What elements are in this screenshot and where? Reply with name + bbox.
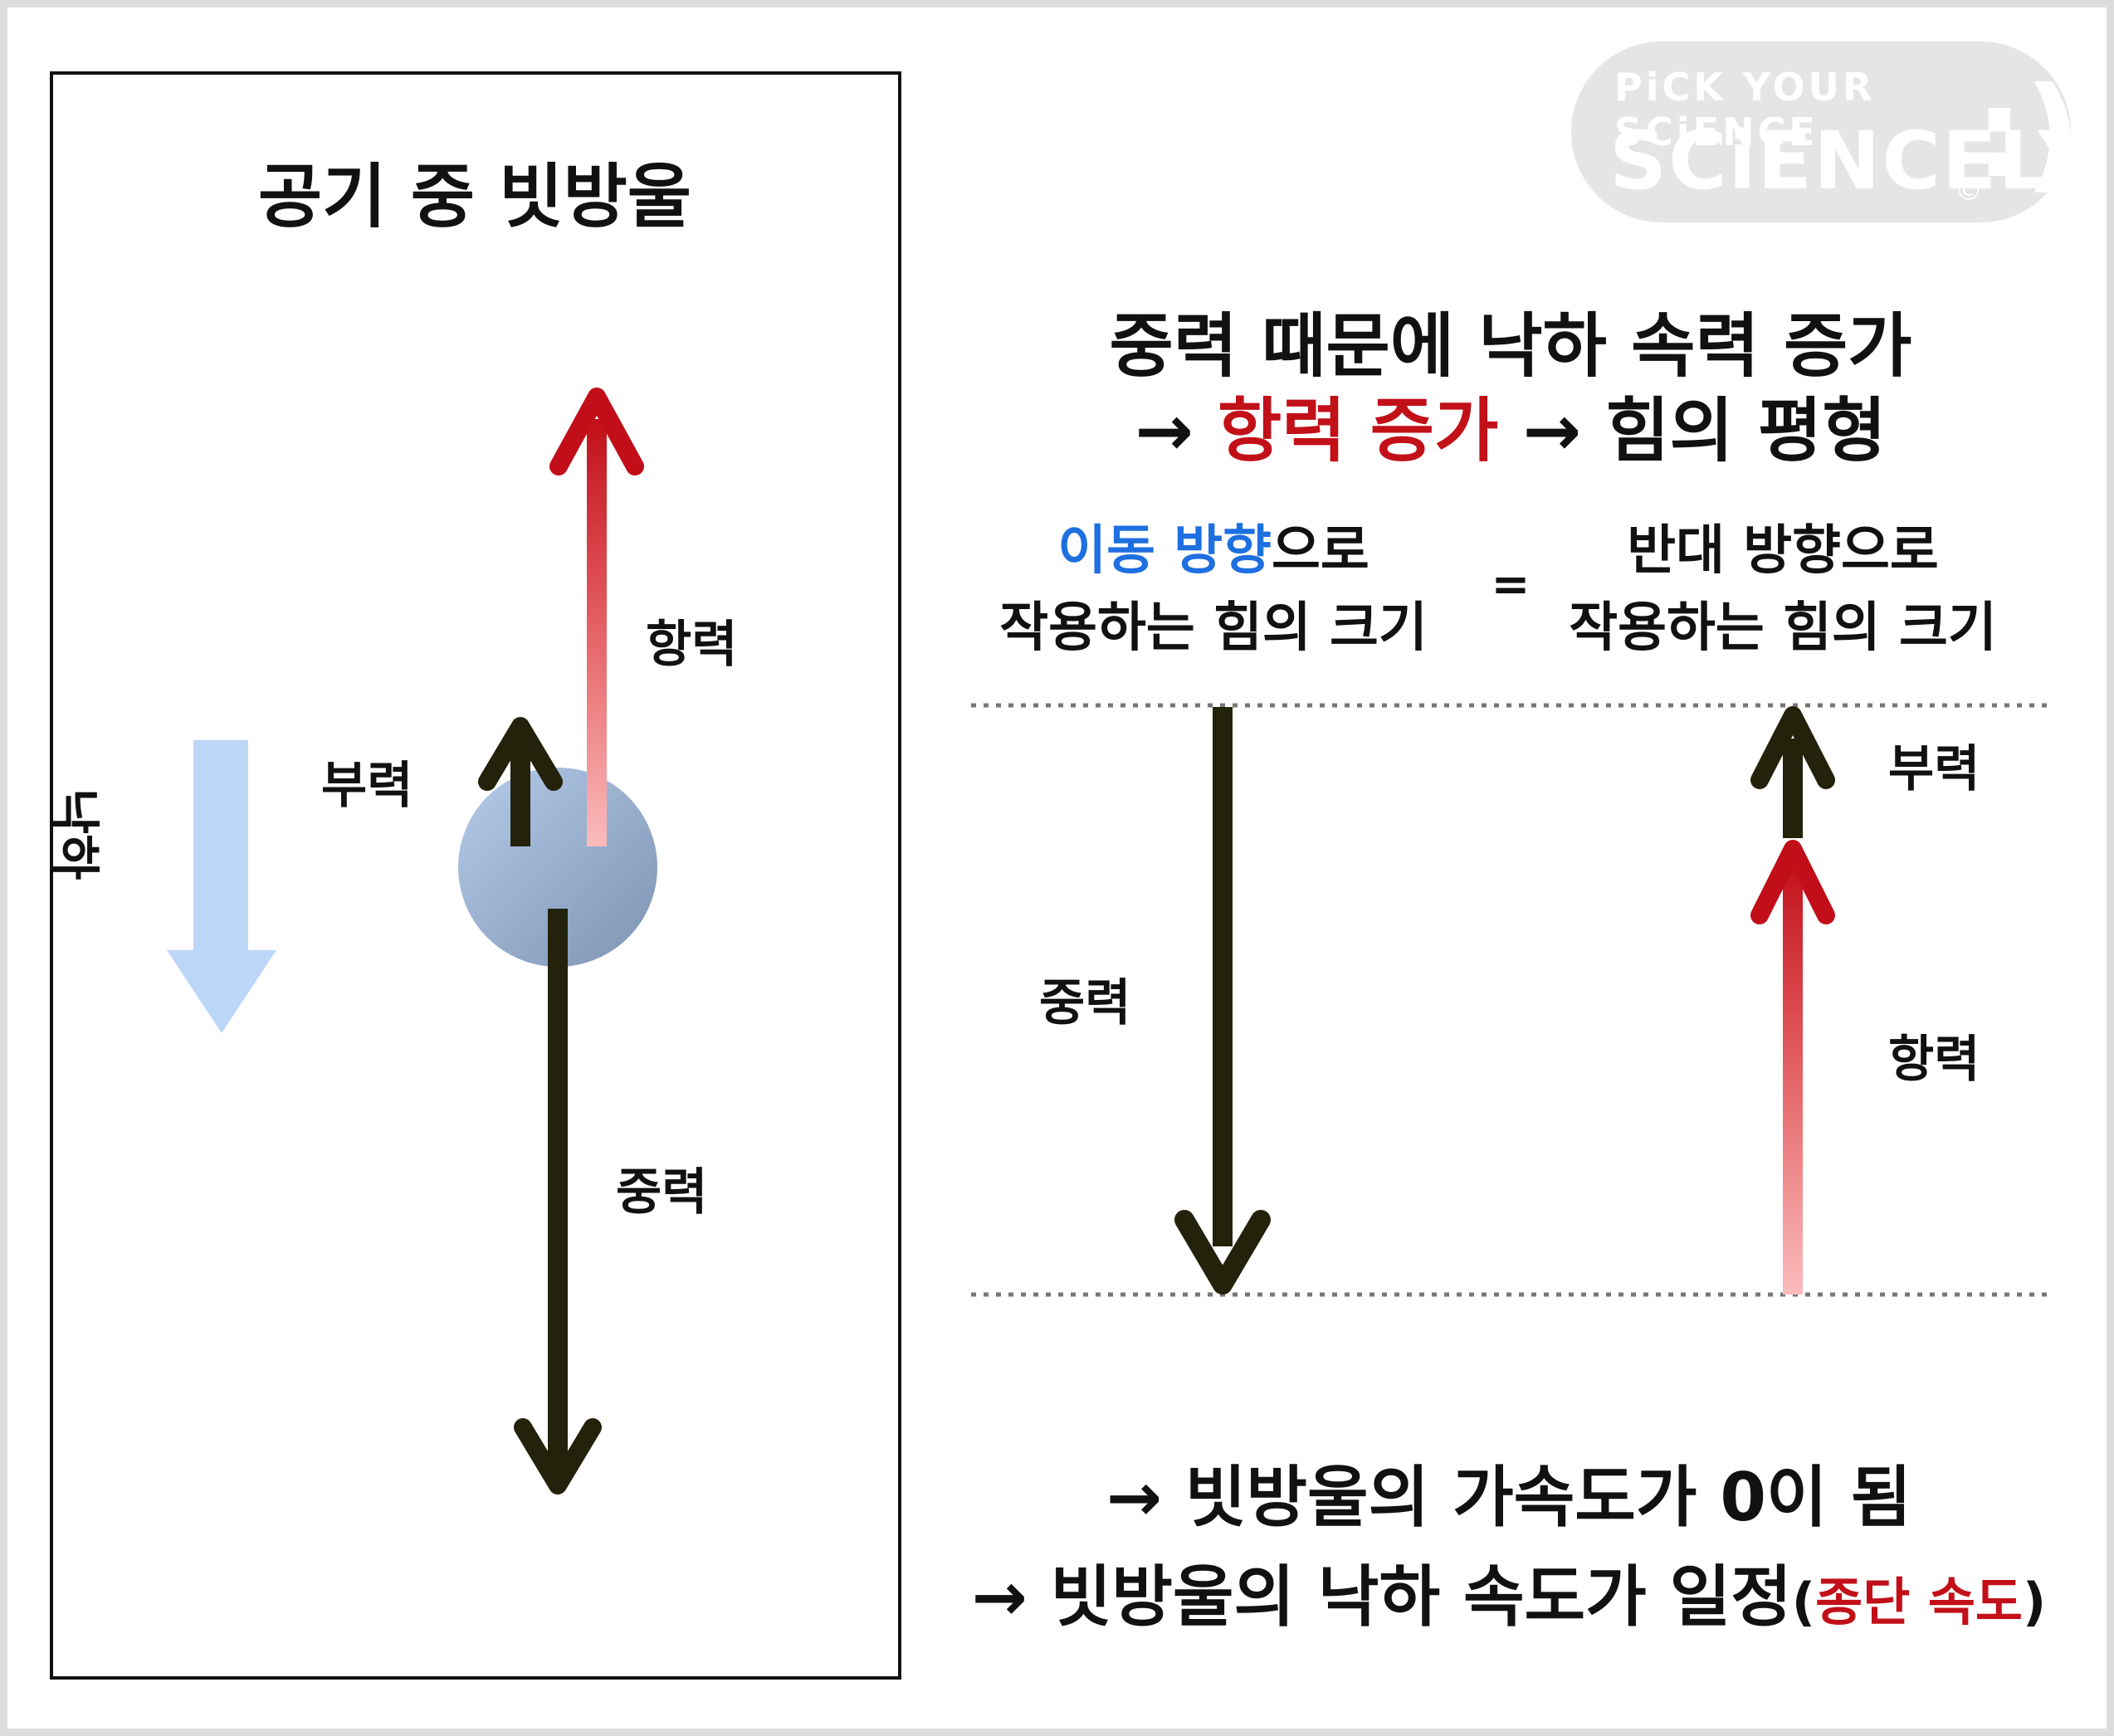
conclusion-line2: → 빗방울의 낙하 속도가 일정(종단 속도) bbox=[972, 1543, 2046, 1640]
conclusion-line2-main: → 빗방울의 낙하 속도가 일정 bbox=[971, 1558, 1792, 1636]
headline-arrow-2: → 힘의 평형 bbox=[1498, 390, 1887, 471]
equation-right-line1: 반대 방향으로 bbox=[1627, 520, 1939, 582]
terminal-velocity-paren-close: ) bbox=[2022, 1572, 2047, 1632]
drag-arrow-right bbox=[1750, 840, 1835, 1295]
buoyancy-arrow-right bbox=[1750, 706, 1835, 838]
movement-direction-highlight: 이동 방향 bbox=[1057, 520, 1272, 582]
headline-line2: → 항력 증가 → 힘의 평형 bbox=[1135, 375, 1886, 475]
left-panel-title: 공기 중 빗방울 bbox=[257, 156, 692, 237]
logo-smile: :) bbox=[1975, 61, 2082, 206]
equation-left-line2: 작용하는 힘의 크기 bbox=[999, 597, 1428, 659]
headline-line1: 중력 때문에 낙하 속력 증가 bbox=[1109, 305, 1912, 387]
buoyancy-label-left: 부력 bbox=[321, 757, 413, 815]
drag-label-right: 항력 bbox=[1888, 1031, 1980, 1089]
drag-label-left: 항력 bbox=[646, 616, 738, 674]
terminal-velocity-label: 종단 속도 bbox=[1815, 1572, 2023, 1632]
gravity-label-right: 중력 bbox=[1039, 974, 1131, 1032]
sciencely-logo: PiCK YOUR SCiENCE SCiENCELY :) © bbox=[1571, 41, 2096, 222]
buoyancy-arrow-left bbox=[478, 717, 563, 846]
logo-copyright: © bbox=[1955, 174, 1983, 207]
headline-arrow-1: → bbox=[1135, 390, 1218, 471]
headline-drag-increase: 항력 증가 bbox=[1218, 390, 1499, 471]
equation-right-line2: 작용하는 힘의 크기 bbox=[1569, 597, 1997, 659]
equation-left-line1: 이동 방향으로 bbox=[1057, 508, 1369, 584]
conclusion-line1: → 빗방울의 가속도가 0이 됨 bbox=[1106, 1459, 1912, 1536]
equation-left-suffix: 으로 bbox=[1272, 520, 1369, 582]
gravity-label-left: 중력 bbox=[616, 1163, 708, 1222]
equation-equals: = bbox=[1491, 558, 1531, 612]
raindrop-circle bbox=[458, 768, 657, 967]
buoyancy-label-right: 부력 bbox=[1888, 740, 1980, 798]
logo-tagline: PiCK YOUR SCiENCE bbox=[1614, 65, 1876, 154]
gravity-arrow-left bbox=[514, 909, 602, 1495]
fall-label: 낙하 bbox=[45, 788, 103, 880]
terminal-velocity-paren-open: ( bbox=[1791, 1572, 1816, 1632]
fall-direction-arrow bbox=[167, 740, 276, 1033]
logo-name: SCiENCELY bbox=[1609, 115, 2098, 207]
drag-arrow-left bbox=[549, 388, 644, 846]
gravity-arrow-right bbox=[1174, 707, 1271, 1295]
